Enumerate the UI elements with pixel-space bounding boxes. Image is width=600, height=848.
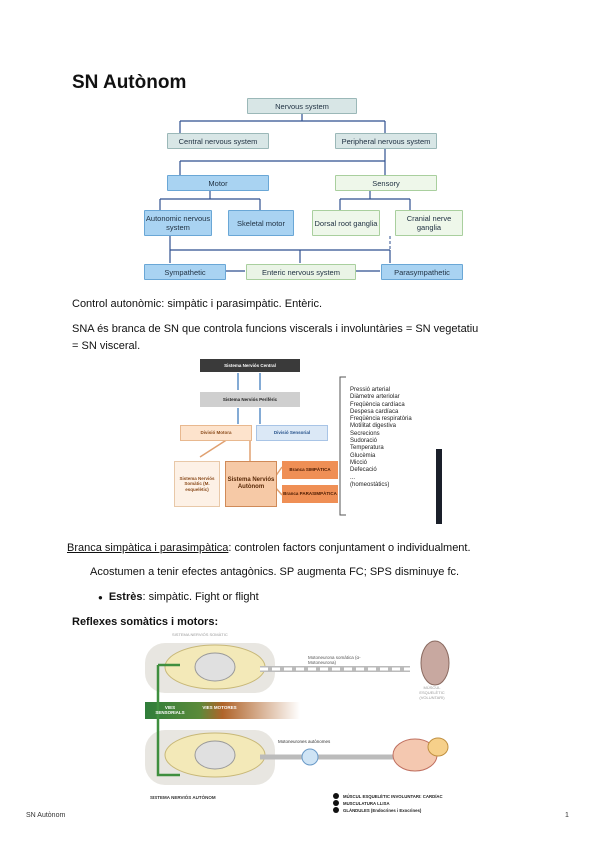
bullet-dot-icon: ● bbox=[98, 593, 103, 602]
reflexes-diagram: SISTEMA NERVIÓS SOMÀTIC Motoneurona somà… bbox=[140, 632, 460, 814]
branches-rest: : controlen factors conjuntament o indiv… bbox=[228, 542, 471, 554]
pns-box: Peripheral nervous system bbox=[335, 133, 437, 149]
reflexes-illustration bbox=[145, 640, 450, 813]
motor-box: Motor bbox=[167, 175, 269, 191]
motoneurona-label: Motoneurona somàtica (α-Motoneurona) bbox=[308, 655, 361, 665]
parasimpatica-box: Branca PARASIMPÀTICA bbox=[282, 485, 338, 503]
paragraph-sna-line1: SNA és branca de SN que controla funcion… bbox=[72, 323, 479, 335]
function-item: Glucèmia bbox=[350, 452, 376, 459]
skeletal-box: Skeletal motor bbox=[228, 210, 294, 236]
paragraph-branches: Branca simpàtica i parasimpàtica: contro… bbox=[67, 540, 471, 557]
muscle-label: MÚSCUL ESQUELÈTIC (VOLUNTARI) bbox=[419, 685, 445, 700]
nervous-system-box: Nervous system bbox=[247, 98, 357, 114]
footer-left: SN Autònom bbox=[26, 812, 66, 819]
dorsal-root-box: Dorsal root ganglia bbox=[312, 210, 380, 236]
vies-sensorials-label: VIES SENSORIALS bbox=[155, 705, 185, 715]
function-item: (homeostàtics) bbox=[350, 481, 390, 488]
sensory-box: Sensory bbox=[335, 175, 437, 191]
function-item: Despesa cardíaca bbox=[350, 408, 399, 415]
function-item: Motilitat digestiva bbox=[350, 423, 397, 430]
legend-item: GLÀNDULES (Endocrines i Exocrines) bbox=[343, 808, 422, 813]
footer-page-number: 1 bbox=[565, 812, 569, 819]
vies-motores-label: VIES MOTORES bbox=[202, 705, 237, 710]
nervous-system-diagram: Nervous system Central nervous system Pe… bbox=[140, 93, 465, 283]
snp-box: Sistema Nerviós Perifèric bbox=[200, 392, 300, 407]
sympathetic-box: Sympathetic bbox=[144, 264, 226, 280]
function-item: Secrecions bbox=[350, 430, 380, 437]
enteric-box: Enteric nervous system bbox=[246, 264, 356, 280]
function-item: Micció bbox=[350, 459, 368, 466]
autonom-box: Sistema Nerviós Autònom bbox=[225, 461, 277, 507]
paragraph-control: Control autonòmic: simpàtic i parasimpàt… bbox=[72, 298, 323, 310]
function-item: Temperatura bbox=[350, 445, 384, 452]
cranial-nerve-box: Cranial nerve ganglia bbox=[395, 210, 463, 236]
motora-box: Divisió Motora bbox=[180, 425, 252, 441]
paragraph-sna-line2: = SN visceral. bbox=[72, 340, 141, 352]
page-title: SN Autònom bbox=[72, 72, 187, 93]
heading-reflexes: Reflexes somàtics i motors: bbox=[72, 616, 219, 628]
cns-box: Central nervous system bbox=[167, 133, 269, 149]
motoneurones-autonomes-label: Motoneurones autònomes bbox=[278, 739, 331, 744]
device-edge bbox=[436, 449, 442, 524]
bullet-rest: : simpàtic. Fight or flight bbox=[142, 591, 259, 603]
function-item: Freqüència cardíaca bbox=[350, 401, 405, 408]
diagram3-legend: MÚSCUL ESQUELÈTIC INVOLUNTARI: CARDÍAC M… bbox=[343, 793, 443, 814]
sn-autonom-label: SISTEMA NERVIÓS AUTÒNOM bbox=[150, 795, 216, 800]
function-item: Diàmetre arteriolar bbox=[350, 394, 400, 401]
autonomic-box: Autonomic nervous system bbox=[144, 210, 212, 236]
legend-item: MUSCULATURA LLISA bbox=[343, 801, 390, 806]
simpatica-box: Branca SIMPÀTICA bbox=[282, 461, 338, 479]
parasympathetic-box: Parasympathetic bbox=[381, 264, 463, 280]
sna-classification-diagram: Sistema Nerviós Central Sistema Nerviós … bbox=[170, 357, 445, 527]
snc-box: Sistema Nerviós Central bbox=[200, 359, 300, 372]
function-item: Sudoració bbox=[350, 438, 378, 445]
function-item: Defecació bbox=[350, 467, 377, 474]
bullet-bold: Estrès bbox=[108, 591, 143, 603]
function-item: Freqüència respiratòria bbox=[350, 416, 412, 423]
legend-item: MÚSCUL ESQUELÈTIC INVOLUNTARI: CARDÍAC bbox=[343, 794, 443, 799]
branches-underlined: Branca simpàtica i parasimpàtica bbox=[67, 542, 229, 554]
diagram-connectors bbox=[159, 113, 411, 272]
paragraph-antagonic: Acostumen a tenir efectes antagònics. SP… bbox=[90, 566, 460, 578]
bullet-estres: ● Estrès: simpàtic. Fight or flight bbox=[98, 589, 259, 606]
sn-somatic-label: SISTEMA NERVIÓS SOMÀTIC bbox=[172, 632, 228, 637]
functions-list: Pressió arterial Diàmetre arteriolar Fre… bbox=[350, 387, 412, 489]
function-item: ... bbox=[350, 474, 356, 481]
somatic-box: Sistema Nerviós Somàtic (M. esquelètic) bbox=[174, 461, 220, 507]
sensorial-box: Divisió Sensorial bbox=[256, 425, 328, 441]
function-item: Pressió arterial bbox=[350, 387, 391, 393]
